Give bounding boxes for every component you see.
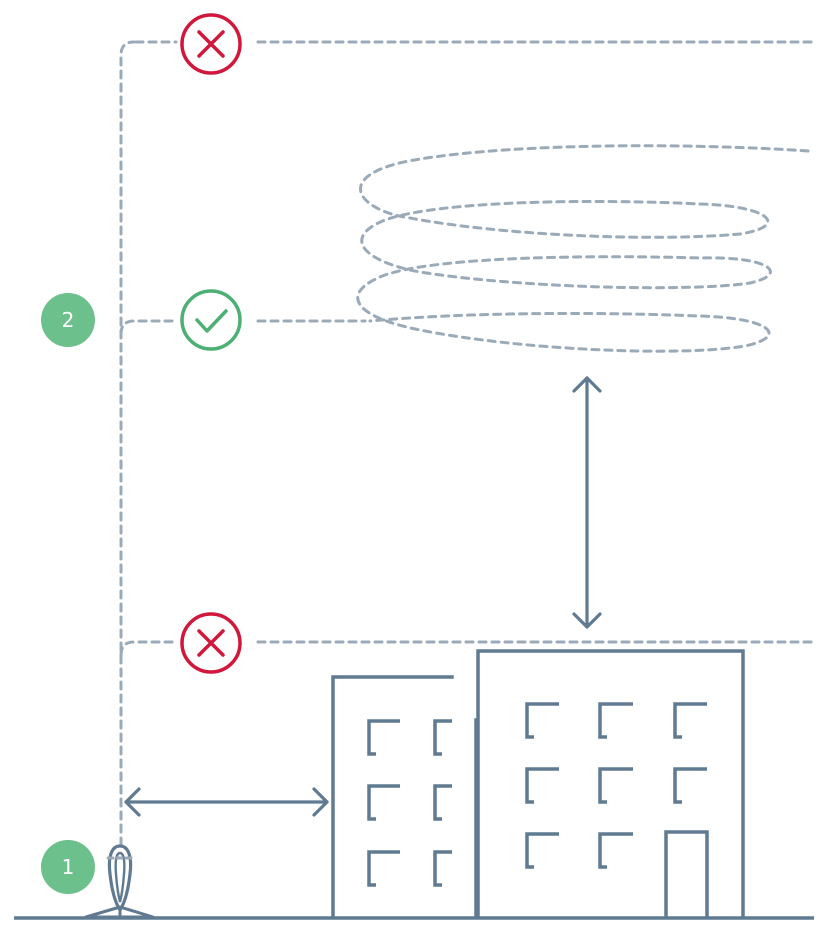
svg-text:2: 2 [62,308,75,332]
step-badge-2: 2 [41,293,95,347]
vertical-distance-arrow [572,376,602,629]
step-badge-1: 1 [41,840,95,894]
x-circle-icon [180,612,242,674]
x-circle-icon [180,13,242,75]
bottom-level-line-left [119,640,178,657]
middle-level-line-left [119,319,178,336]
spiral-flight-path [356,144,810,353]
horizontal-distance-arrow [124,787,329,817]
check-circle-icon [180,289,242,351]
pilot-position-icon [84,844,155,919]
building-door [664,830,709,917]
large-building [476,649,745,919]
altitude-guide-line [119,40,136,860]
svg-text:1: 1 [62,855,75,879]
large-building-windows [525,702,707,869]
small-building-windows [367,719,452,887]
small-building [331,675,478,919]
